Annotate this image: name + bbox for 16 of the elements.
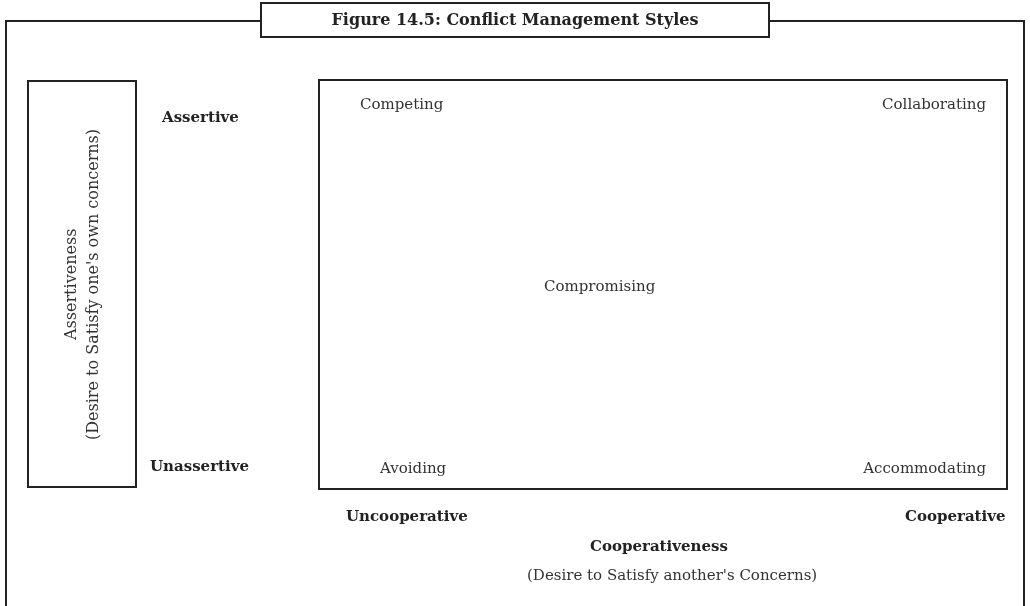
axis-subtitle: (Desire to Satisfy another's Concerns) xyxy=(527,566,818,584)
axis-end-label: Uncooperative xyxy=(346,507,468,525)
style-label: Accommodating xyxy=(863,459,986,477)
axis-title: (Desire to Satisfy one's own concerns) xyxy=(82,128,103,440)
style-label: Collaborating xyxy=(882,95,986,113)
axis-title: Assertiveness xyxy=(60,228,81,340)
axis-end-label: Assertive xyxy=(162,108,239,126)
style-label: Avoiding xyxy=(380,459,447,477)
grid-box xyxy=(318,79,1008,490)
style-label: Competing xyxy=(360,95,444,113)
axis-title: Cooperativeness xyxy=(590,537,728,555)
figure-title: Figure 14.5: Conflict Management Styles xyxy=(260,2,770,38)
style-label: Compromising xyxy=(544,277,656,295)
axis-end-label: Unassertive xyxy=(150,457,249,475)
axis-end-label: Cooperative xyxy=(905,507,1006,525)
axis-label-box xyxy=(27,80,137,488)
